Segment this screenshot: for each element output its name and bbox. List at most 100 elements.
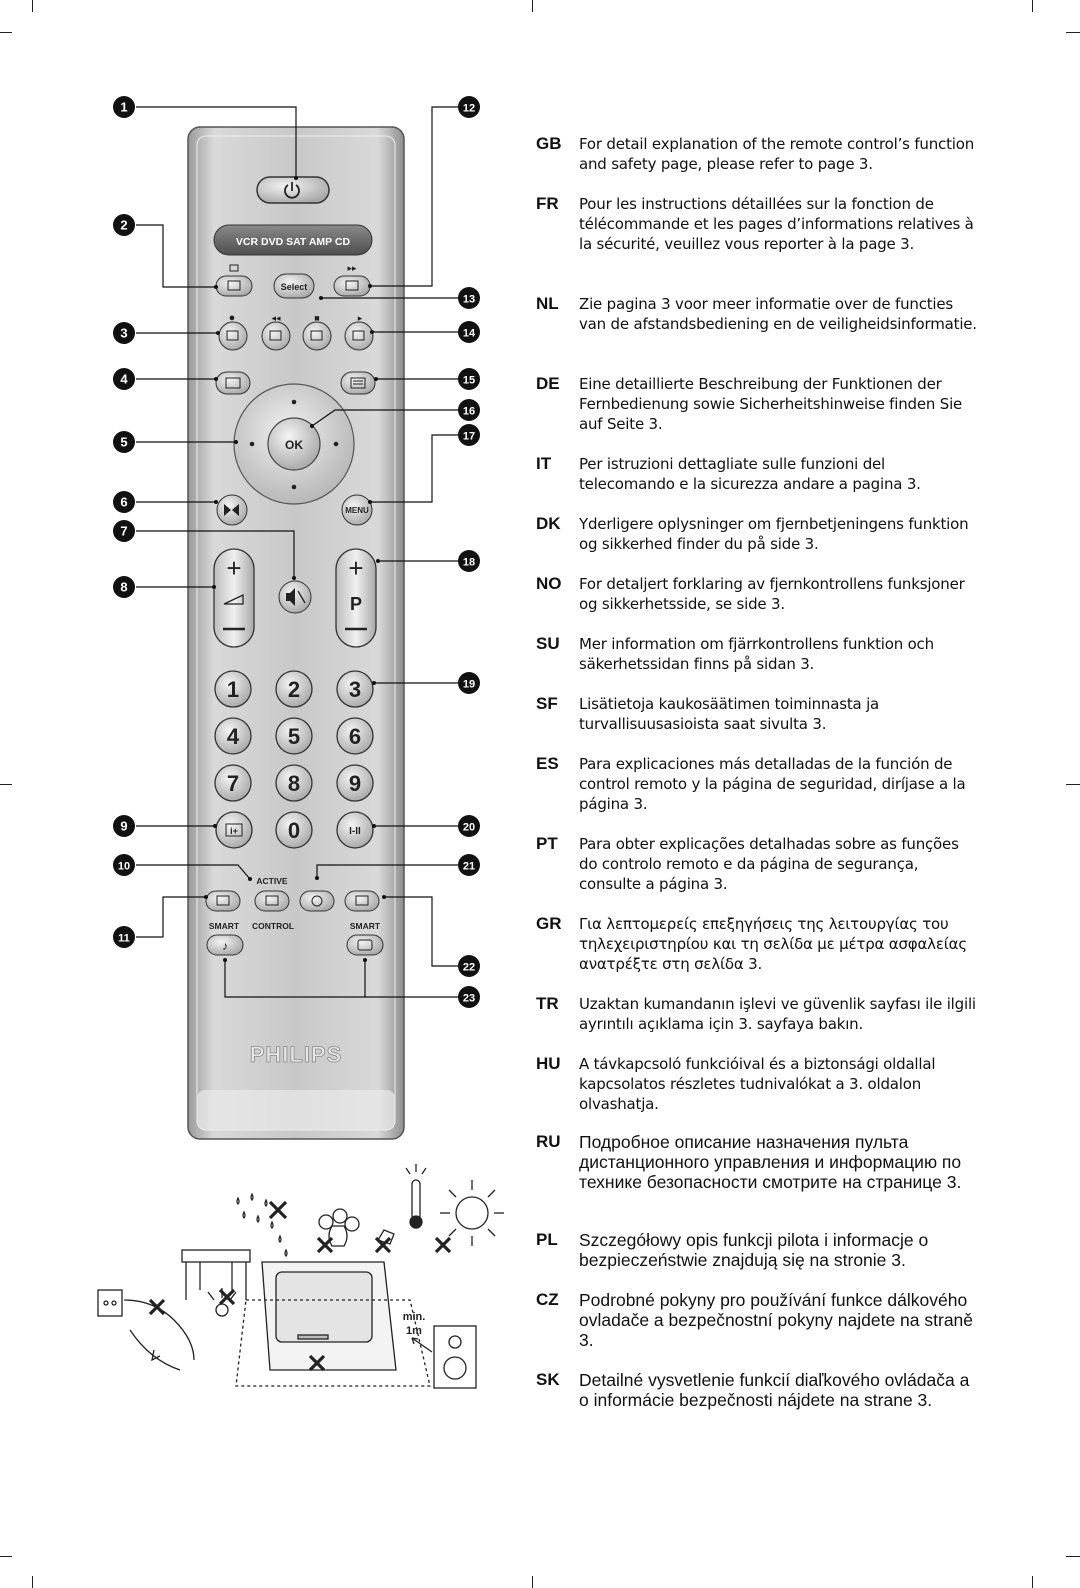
language-code: NO (536, 574, 562, 593)
language-text: Pour les instructions détaillées sur la … (579, 195, 974, 253)
language-code: GB (536, 134, 562, 153)
callout-badge: 13 (458, 287, 480, 309)
digit-label: 0 (288, 818, 300, 843)
language-text: Uzaktan kumandanın işlevi ve güvenlik sa… (579, 995, 976, 1033)
info-button (215, 371, 251, 395)
digit-label: 2 (288, 677, 300, 702)
active-control-row (205, 890, 380, 912)
brand-logo: PHILIPS (250, 1042, 343, 1067)
source-bar (213, 224, 373, 256)
callout-number: 21 (463, 861, 475, 873)
power-icon (284, 182, 300, 199)
previous-channel-button (216, 494, 248, 526)
digit-button: 5 (275, 717, 313, 755)
callout-number: 2 (120, 218, 127, 233)
digit-label: 5 (288, 724, 300, 749)
language-code: CZ (536, 1290, 559, 1309)
callout-number: 3 (120, 326, 127, 341)
distance-label-min: min. (403, 1311, 426, 1323)
callout-badge: 16 (458, 399, 480, 421)
callout-number: 13 (463, 294, 475, 306)
plug-socket-icon (97, 1289, 195, 1371)
language-text: For detaljert forklaring av fjernkontrol… (579, 575, 965, 613)
language-text: Podrobné pokyny pro používání funkce dál… (579, 1290, 974, 1350)
color-key-row: ● ◂◂ ■ ▸ (218, 312, 374, 351)
callout-number: 20 (463, 822, 475, 834)
callout-number: 15 (463, 375, 475, 387)
callout-badge: 7 (113, 520, 135, 542)
callout-number: 18 (463, 557, 475, 569)
language-code: DE (536, 374, 560, 393)
callout-badge: 23 (458, 986, 480, 1008)
language-text: Szczegółowy opis funkcji pilota i inform… (579, 1230, 929, 1270)
dual-sound-button: I-II (336, 811, 374, 849)
callout-badge: 2 (113, 214, 135, 236)
language-text: Detailné vysvetlenie funkcií diaľkového … (579, 1370, 970, 1410)
sun-icon (440, 1180, 504, 1246)
callout-number: 19 (463, 679, 475, 691)
crop-mark (1066, 32, 1080, 33)
crop-mark (532, 0, 533, 12)
callout-badge: 20 (458, 815, 480, 837)
digit-label: 1 (227, 677, 239, 702)
program-rocker: + P (335, 548, 377, 648)
language-text: Per istruzioni dettagliate sulle funzion… (579, 455, 921, 493)
language-text: A távkapcsoló funkcióival és a biztonság… (579, 1055, 936, 1113)
language-text: For detail explanation of the remote con… (579, 135, 975, 173)
active-label: ACTIVE (256, 876, 288, 886)
volume-rocker: + (213, 548, 255, 648)
crop-mark (0, 1556, 12, 1557)
callout-badge: 4 (113, 368, 135, 390)
crop-mark (1032, 1576, 1033, 1588)
digit-button: 2 (275, 670, 313, 708)
digit-button: 4 (214, 717, 252, 755)
menu-button: MENU (341, 494, 373, 526)
callout-badge: 9 (113, 815, 135, 837)
smart-sound-button: ♪ (206, 934, 244, 956)
callout-number: 14 (463, 328, 476, 340)
language-code: SU (536, 634, 560, 653)
digit-label: 3 (349, 677, 361, 702)
callout-badge: 10 (113, 854, 135, 876)
crop-mark (1066, 784, 1080, 785)
language-code: PT (536, 834, 558, 853)
select-button: Select (273, 273, 315, 299)
language-code: HU (536, 1054, 561, 1073)
speaker-icon (411, 1325, 477, 1389)
language-code: FR (536, 194, 559, 213)
callout-badge: 1 (113, 96, 135, 118)
crop-mark (32, 1576, 33, 1588)
crop-mark (0, 32, 12, 33)
language-text: Mer information om fjärrkontrollens funk… (579, 635, 934, 673)
power-button (256, 176, 330, 204)
callout-badge: 22 (458, 955, 480, 977)
info-plus-button: i+ (215, 811, 253, 849)
crop-mark (32, 0, 33, 12)
svg-text:■: ■ (314, 313, 319, 323)
ok-label: OK (285, 438, 303, 452)
mute-button (278, 580, 312, 614)
callout-number: 17 (463, 431, 475, 443)
callout-number: 1 (120, 100, 127, 115)
digit-button: 0 (275, 811, 313, 849)
svg-text:●: ● (229, 312, 236, 324)
svg-text:+: + (348, 553, 363, 583)
callout-badge: 3 (113, 322, 135, 344)
crop-mark (1066, 1556, 1080, 1557)
digit-label: 7 (227, 771, 239, 796)
callout-number: 5 (120, 435, 127, 450)
language-text: Para explicaciones más detalladas de la … (579, 755, 966, 813)
language-code: TR (536, 994, 559, 1013)
callout-number: 9 (120, 819, 127, 834)
digit-label: 8 (288, 771, 300, 796)
source-bar-label: VCR DVD SAT AMP CD (236, 236, 351, 248)
teletext-button (340, 371, 376, 395)
svg-text:▸▸: ▸▸ (347, 263, 357, 273)
menu-label: MENU (345, 506, 369, 515)
callout-number: 4 (120, 372, 128, 387)
smart-right-label: SMART (350, 921, 381, 931)
callout-badge: 12 (458, 96, 480, 118)
language-text: Подробное описание назначения пульта дис… (579, 1132, 962, 1192)
